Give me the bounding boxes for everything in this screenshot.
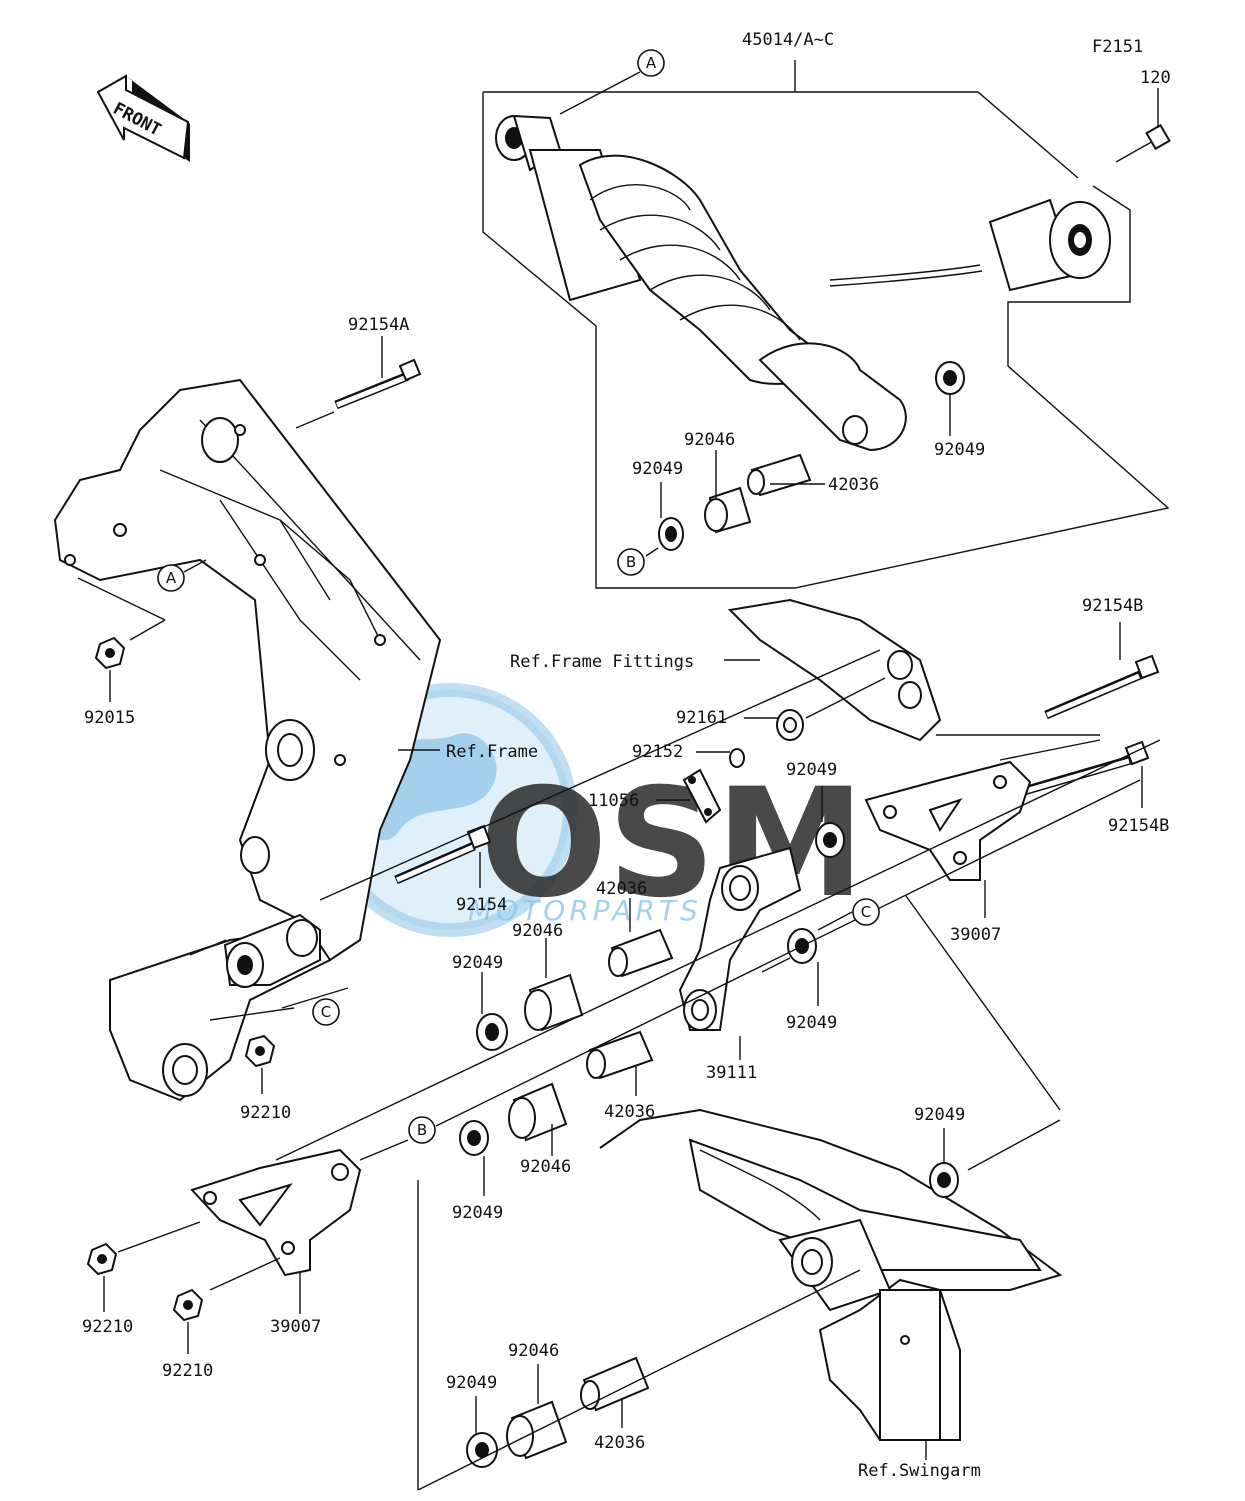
label-120: 120 [1140,68,1171,88]
collar-42036-shock [747,453,825,497]
svg-text:A: A [166,569,177,587]
seal-92049-lower-left [459,1120,489,1196]
needle-92046-bottom [506,1364,568,1460]
needle-92046-shock [704,450,752,534]
rod-39007-right [864,760,1032,918]
label-92154A: 92154A [348,315,409,335]
label-92210-rod-lower: 92210 [162,1361,213,1381]
label-92210-frame: 92210 [240,1103,291,1123]
svg-text:B: B [417,1121,427,1139]
label-92210-rod-upper: 92210 [82,1317,133,1337]
label-92049-mid-right: 92049 [786,760,837,780]
shock-group-bracket [483,91,1079,179]
ref-frame: Ref.Frame [446,742,538,762]
label-92154B-upper: 92154B [1082,596,1143,616]
watermark-subtitle: MOTORPARTS [468,894,702,927]
seal-92049-bottom [466,1396,498,1468]
label-39007-left: 39007 [270,1317,321,1337]
bolt-120 [1115,88,1171,163]
label-42036-shock: 42036 [828,475,879,495]
label-92154B-lower: 92154B [1108,816,1169,836]
label-92049-lower-left: 92049 [452,1203,503,1223]
plate-11056 [656,768,722,824]
frame-fittings-part [724,598,942,742]
ref-swingarm: Ref.Swingarm [858,1461,981,1481]
label-92049-swingarm: 92049 [914,1105,965,1125]
seal-92049-mid-left [476,972,508,1051]
watermark-brand: OSM [480,757,865,931]
label-92015: 92015 [84,708,135,728]
label-92049-rocker-right: 92049 [786,1013,837,1033]
label-92049-mid-left: 92049 [452,953,503,973]
label-92049-shock-right: 92049 [934,440,985,460]
collar-42036-mid [608,898,674,978]
nut-92210-rod-lower [172,1257,281,1354]
seal-92049-shock-right [935,361,965,436]
ref-frame-fittings: Ref.Frame Fittings [510,652,694,672]
figure-code: F2151 [1092,37,1143,57]
collar-42036-bottom [580,1356,650,1428]
nut-92210-frame [244,1034,276,1094]
label-11056: 11056 [588,791,639,811]
seal-92049-shock-left [645,482,684,557]
collar-92152 [696,748,745,768]
frame-pivot-bracket [223,913,321,988]
svg-text:B: B [626,553,636,571]
label-92154: 92154 [456,895,507,915]
nut-92210-rod-upper [86,1221,201,1312]
svg-text:C: C [321,1003,331,1021]
label-92046-lower: 92046 [520,1157,571,1177]
label-42036-lower: 42036 [604,1102,655,1122]
label-92152: 92152 [632,742,683,762]
label-92049-shock-left: 92049 [632,459,683,479]
callout-b-lower: B [408,1116,436,1144]
seal-92049-swingarm [929,1119,1061,1198]
bushing-92161 [744,677,886,741]
label-42036-mid: 42036 [596,879,647,899]
front-arrow-icon: FRONT [96,74,190,162]
label-92046-shock: 92046 [684,430,735,450]
shock-absorber [495,114,1111,452]
bolt-92154B-upper [1044,622,1160,720]
nut-92015 [77,577,166,702]
label-39111: 39111 [706,1063,757,1083]
frame-body [53,378,442,1102]
bolt-92154A [295,336,422,429]
callout-b-shock: B [617,548,645,576]
callout-c-rocker: C [852,898,880,926]
label-92049-bottom: 92049 [446,1373,497,1393]
label-92046-mid: 92046 [512,921,563,941]
label-42036-bottom: 42036 [594,1433,645,1453]
label-45014: 45014/A~C [742,30,834,50]
svg-text:C: C [861,903,871,921]
needle-92046-mid [524,938,584,1032]
swingarm-body [599,1108,1063,1460]
assembly-axis-lines [189,649,1161,1491]
shock-group-boundary [482,92,1170,589]
collar-42036-lower [586,1030,654,1096]
label-92161: 92161 [676,708,727,728]
needle-92046-lower [508,1082,568,1156]
label-39007-right: 39007 [950,925,1001,945]
rod-39007-left [190,1148,362,1314]
callout-a-frame: A [157,559,207,592]
seal-92049-mid-right [815,786,845,858]
label-92046-bottom: 92046 [508,1341,559,1361]
svg-text:A: A [646,54,657,72]
callout-c-frame: C [312,998,340,1026]
callout-a-top: A [559,49,665,115]
